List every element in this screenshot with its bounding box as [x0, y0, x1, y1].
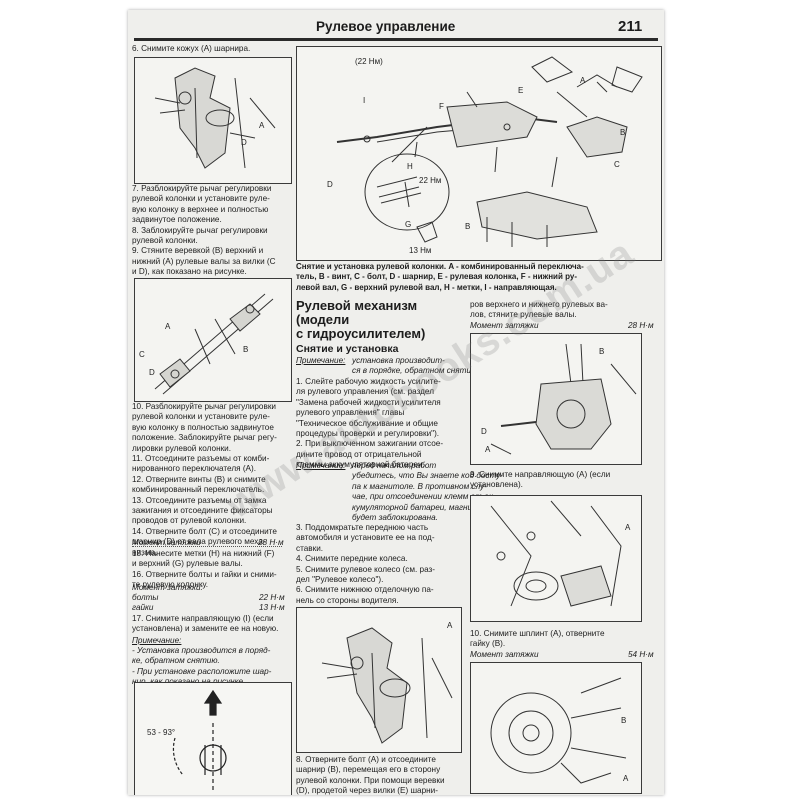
torque-2-row1-label: болты — [132, 593, 159, 602]
torque-1-value: 28 Н·м — [258, 538, 284, 547]
angle-label: 53 - 93° — [147, 728, 175, 737]
fig-label-a: A — [580, 76, 586, 85]
step-8-text: 8. Отверните болт (A) и отсоедините шарн… — [296, 755, 445, 795]
fig-label-b-right: B — [620, 128, 625, 137]
torque-2-row2-label: гайки — [132, 603, 154, 612]
note-text-left: - Установка производится в поряд- ке, об… — [132, 646, 272, 686]
step-6-text: 6. Снимите кожух (A) шарнира. — [132, 44, 251, 53]
header-rule — [134, 38, 658, 41]
step-17-text: 17. Снимите направляющую (I) (если устан… — [132, 614, 279, 634]
svg-text:A: A — [625, 523, 631, 532]
steps-1-2-text: 1. Слейте рабочую жидкость усилите- ля р… — [296, 377, 444, 470]
note-label-left: Примечание: — [132, 636, 182, 645]
svg-text:D: D — [481, 427, 487, 436]
step-10-text: 10. Снимите шплинт (A), отверните гайку … — [470, 629, 605, 649]
figure-joint-cover-drawing: A D — [154, 67, 276, 169]
svg-text:C: C — [139, 350, 145, 359]
torque-right-1-value: 28 Н·м — [628, 321, 654, 330]
figure-cotter-pin-drawing: B A — [490, 677, 629, 784]
torque-right-2-value: 54 Н·м — [628, 650, 654, 659]
fig-label-h: H — [407, 162, 413, 171]
fig-label-b-bottom: B — [465, 222, 470, 231]
steering-column-exploded-drawing: (22 Нм) I F E A B C D H G B 22 Нм 13 Нм — [327, 56, 643, 255]
torque-right-1-label: Момент затяжки — [470, 321, 539, 330]
torque-1-label: Момент затяжки — [132, 538, 201, 547]
figure-rope-shafts-drawing: A B C D — [139, 293, 274, 395]
figure-bolt-joint-drawing: D A B — [481, 343, 637, 455]
page-number: 211 — [618, 18, 643, 35]
figure-guide-drawing: A — [490, 500, 631, 607]
fig-label-e: E — [518, 86, 523, 95]
svg-text:B: B — [621, 716, 626, 725]
manual-page: Рулевое управление 211 6. Снимите кожух … — [128, 10, 664, 795]
subsection-title: Снятие и установка — [296, 343, 399, 355]
svg-text:B: B — [599, 347, 604, 356]
svg-text:A: A — [485, 445, 491, 454]
fig-label-g: G — [405, 220, 411, 229]
figure-joint-angle: 53 - 93° — [134, 682, 292, 795]
steps-3-7-text: 3. Поддомкратьте переднюю часть автомоби… — [296, 523, 436, 615]
fig-label-c: C — [614, 160, 620, 169]
torque-1-leader — [132, 540, 282, 547]
figure-steering-column-exploded: (22 Нм) I F E A B C D H G B 22 Нм 13 Нм — [296, 46, 662, 261]
figure-joint-angle-drawing: 53 - 93° — [147, 689, 227, 791]
step-8-continued-text: ров верхнего и нижнего рулевых ва- лов, … — [470, 300, 608, 320]
figure-cotter-pin: B A — [470, 662, 642, 794]
section-title: Рулевой механизм (модели с гидроусилител… — [296, 298, 426, 341]
fig-label-i: I — [363, 96, 365, 105]
figure-bolt-joint: D A B — [470, 333, 642, 465]
page-header-title: Рулевое управление — [316, 19, 456, 34]
figure-joint-cover: A D — [134, 57, 292, 184]
note-label-mid: Примечание: — [296, 356, 346, 365]
fig-label-13nm: 13 Нм — [409, 246, 431, 255]
figure-joint-cover-mid-drawing: A — [321, 621, 453, 744]
torque-2-row1-value: 22 Н·м — [259, 593, 285, 602]
fig-label-d: D — [327, 180, 333, 189]
svg-text:A: A — [165, 322, 171, 331]
fig-label-22nm-top: (22 Нм) — [355, 57, 383, 66]
svg-text:D: D — [149, 368, 155, 377]
svg-text:D: D — [241, 138, 247, 147]
fig-label-22nm: 22 Нм — [419, 176, 441, 185]
note-text-mid: установка производит- ся в порядке, обра… — [352, 356, 480, 376]
svg-text:A: A — [259, 121, 265, 130]
figure-caption: Снятие и установка рулевой колонки. A - … — [296, 262, 584, 292]
torque-2-row2-value: 13 Н·м — [259, 603, 285, 612]
svg-text:A: A — [447, 621, 453, 630]
svg-text:B: B — [243, 345, 248, 354]
fig-label-f: F — [439, 102, 444, 111]
steps-10-14-text: 10. Разблокируйте рычаг регулировки руле… — [132, 402, 277, 557]
figure-guide: A — [470, 495, 642, 622]
svg-text:A: A — [623, 774, 629, 783]
step-9-text: 9. Снимите направляющую (A) (если устано… — [470, 470, 611, 490]
torque-2-label: Момент затяжки: — [132, 583, 203, 592]
note2-label: Примечание: — [296, 461, 346, 470]
figure-joint-cover-mid: A — [296, 607, 462, 753]
steps-7-9-text: 7. Разблокируйте рычаг регулировки рулев… — [132, 184, 276, 277]
steps-15-16-text: 15. Нанесите метки (H) на нижний (F) и в… — [132, 549, 277, 590]
torque-right-2-label: Момент затяжки — [470, 650, 539, 659]
figure-rope-shafts: A B C D — [134, 278, 292, 402]
